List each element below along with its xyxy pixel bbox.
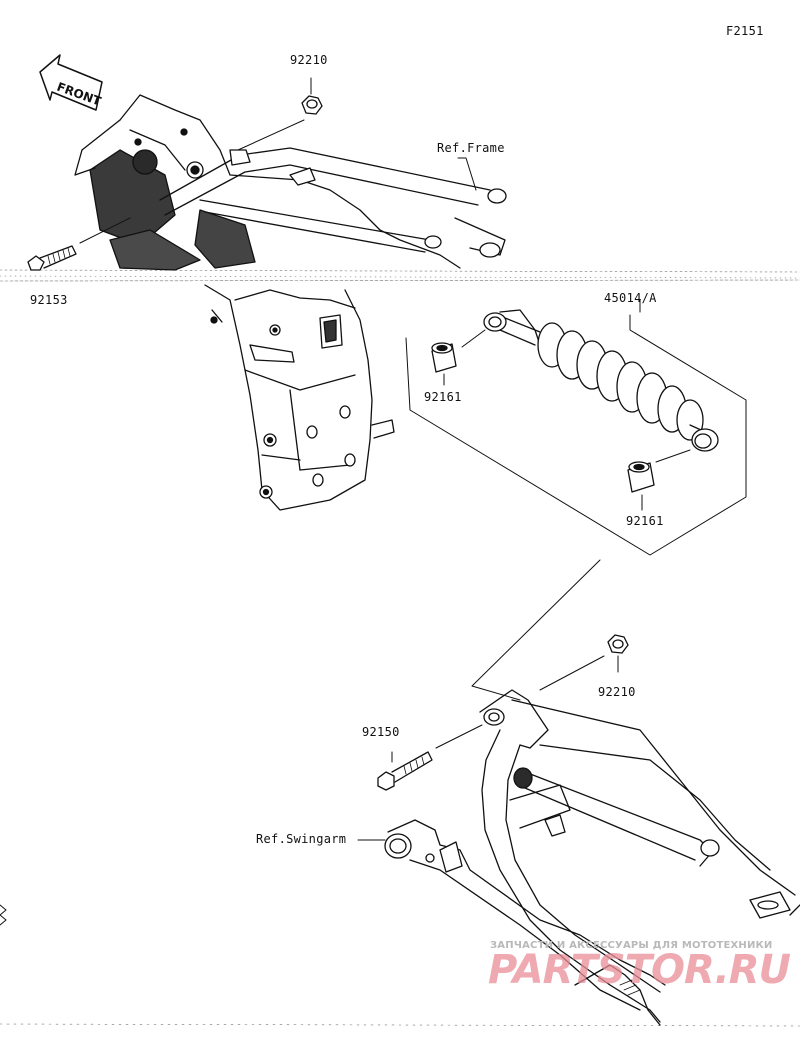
watermark-tagline: ЗАПЧАСТИ И АКСЕССУАРЫ ДЛЯ МОТОТЕХНИКИ	[490, 940, 773, 951]
bushing-92161-upper	[431, 329, 486, 386]
part-label-92161-lower[interactable]: 92161	[626, 514, 664, 528]
part-label-92153[interactable]: 92153	[30, 293, 68, 307]
ref-frame-label[interactable]: Ref.Frame	[437, 141, 505, 155]
swingarm-assembly	[384, 689, 800, 1026]
nut-92210-lower	[539, 634, 629, 691]
front-arrow-icon: FRONT	[39, 54, 104, 111]
edge-fragment	[0, 904, 7, 926]
part-label-92161-upper[interactable]: 92161	[424, 390, 462, 404]
figure-code: F2151	[726, 24, 764, 38]
part-label-92210-lower[interactable]: 92210	[598, 685, 636, 699]
part-label-92150[interactable]: 92150	[362, 725, 400, 739]
shock-to-swingarm-leader	[471, 559, 601, 701]
scan-noise-band	[0, 269, 800, 1027]
ref-frame-leader	[457, 157, 477, 191]
shock-absorber-45014	[405, 299, 747, 556]
ref-swingarm-label[interactable]: Ref.Swingarm	[256, 832, 347, 846]
part-label-92210-top[interactable]: 92210	[290, 53, 328, 67]
shock-spring	[537, 322, 704, 441]
frame-assembly	[74, 94, 507, 511]
bushing-92161-lower	[627, 449, 691, 511]
nut-92210-top	[237, 77, 323, 151]
bolt-92153	[27, 217, 131, 271]
watermark-logo: PARTSTOR.RU	[488, 947, 791, 993]
part-label-45014a[interactable]: 45014/A	[604, 291, 657, 305]
bolt-92150	[377, 724, 483, 791]
